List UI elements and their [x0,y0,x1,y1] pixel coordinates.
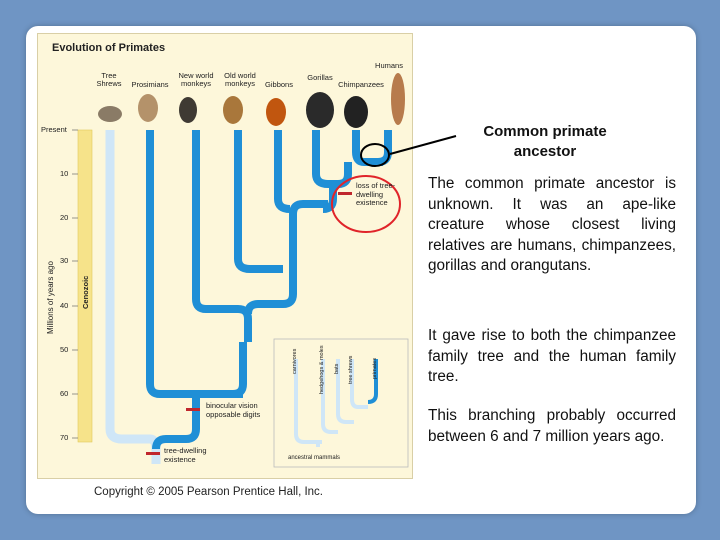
prosimian-branch [146,130,243,398]
ape-branch [289,200,328,269]
note-binocular: binocular vision opposable digits [206,401,261,419]
label-gorillas: Gorillas [307,73,333,82]
human-figure [391,73,405,125]
y-axis-label: Millions of years ago [46,261,55,334]
human-branch [377,130,392,166]
label-gibbons: Gibbons [265,80,293,89]
inset-hedgehogs: hedgehogs & moles [319,345,325,394]
inset-carnivores: carnivores [292,348,298,374]
new-world-monkey-figure [179,97,197,123]
anthropoid-trunk [196,342,247,398]
era-label: Cenozoic [81,275,90,309]
phylogeny-tree [72,73,409,468]
tick-30: 30 [60,256,69,265]
tick-70: 70 [60,433,69,442]
tick-40: 40 [60,301,69,310]
inset-bats: bats [334,363,340,374]
animal-illustrations [98,73,405,128]
chimpanzee-figure [344,96,368,128]
tree-dwelling-marker [146,452,160,455]
label-prosimians: Prosimians [131,80,169,89]
old-world-branch [234,130,283,273]
label-humans: Humans [375,61,403,70]
paragraph-3: This branching probably occurred between… [428,407,676,445]
label-tree-shrews: Tree Shrews [96,71,122,88]
tick-50: 50 [60,345,69,354]
copyright-text: Copyright © 2005 Pearson Prentice Hall, … [94,486,324,498]
inset-primates: primates [372,357,378,379]
tick-60: 60 [60,389,69,398]
highlight-circle [331,175,401,233]
inset-tree [294,359,378,447]
inset-base-label: ancestral mammals [288,455,341,461]
note-tree-dwelling: tree-dwelling existence [164,446,207,464]
catarrhine-branch [244,264,297,315]
chimp-branch [352,130,383,166]
tick-10: 10 [60,169,69,178]
gibbon-figure [266,98,286,126]
old-world-monkey-figure [223,96,243,124]
prosimian-figure [138,94,158,122]
paragraph-2: It gave rise to both the chimpanzee fami… [428,327,676,385]
new-world-branch [192,130,252,342]
figure-title: Evolution of Primates [52,42,166,54]
gorilla-branch [312,130,338,188]
tick-20: 20 [60,213,69,222]
inset-tree-shrews: tree shrews [348,355,354,384]
paragraph-1: The common primate ancestor is unknown. … [428,175,676,274]
note-loss-tree: loss of tree-dwelling existence [356,181,396,207]
label-chimpanzees: Chimpanzees [338,80,384,89]
loss-tree-marker [338,192,352,195]
y-axis-ticks [72,129,78,439]
binocular-marker [186,408,200,411]
cenozoic-bar [77,129,93,443]
label-new-world-monkeys: New world monkeys [178,71,214,88]
gorilla-figure [306,92,334,128]
primate-evolution-figure: Evolution of Primates Tree Shrews Prosim… [37,33,413,479]
primate-trunk [152,394,200,450]
tree-shrew-figure [98,106,122,122]
label-old-world-monkeys: Old world monkeys [224,71,256,88]
callout-title: Common primate ancestor [483,123,607,160]
tick-present: Present [41,125,67,134]
gibbon-branch [274,130,291,213]
